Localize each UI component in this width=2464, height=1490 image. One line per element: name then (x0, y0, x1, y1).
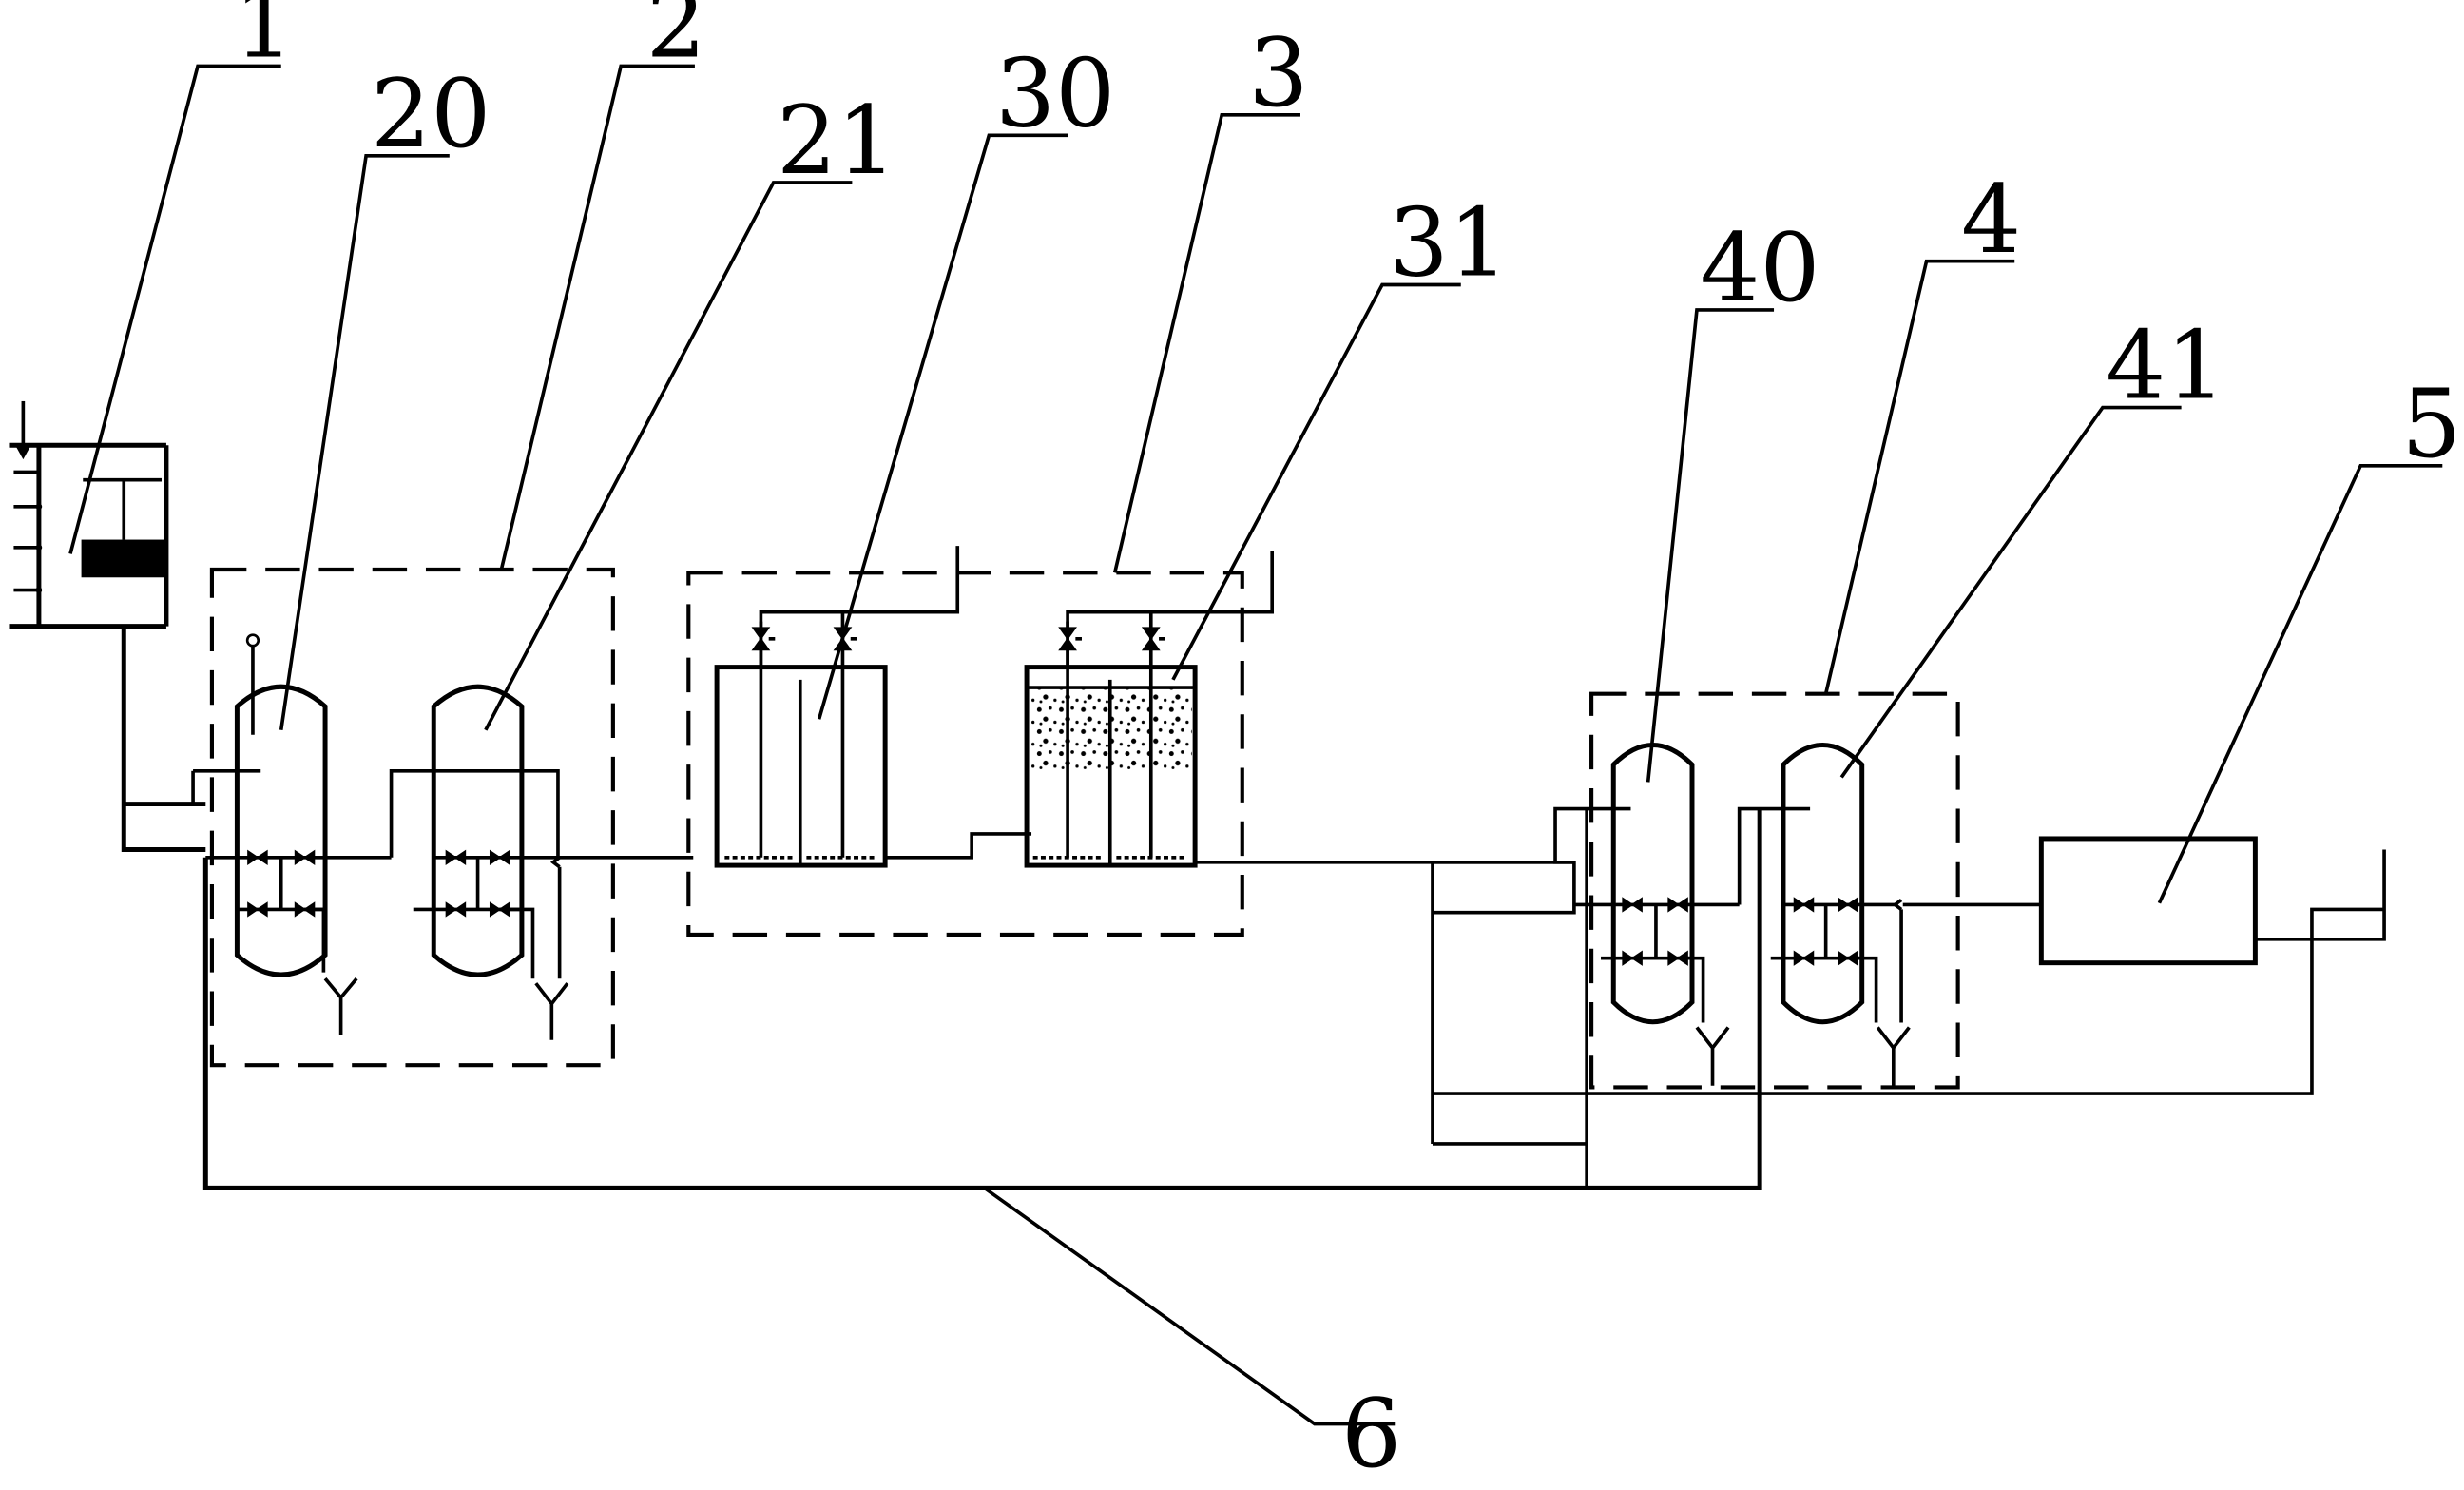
label-1: 1 (234, 0, 294, 80)
unit-5-box (1432, 836, 2386, 1095)
leader-lines (68, 64, 2443, 1426)
tank-40 (1431, 743, 1740, 1144)
component-labels: 1 2 20 21 30 3 31 40 4 41 5 6 (234, 0, 2461, 1489)
label-4: 4 (1961, 165, 2021, 275)
tank-41 (1737, 743, 2042, 1086)
label-30: 30 (995, 39, 1115, 148)
unit-4-boundary (1589, 691, 1960, 1090)
label-40: 40 (1700, 214, 1819, 323)
unit-2-boundary (209, 567, 615, 1068)
return-piping-6 (202, 808, 1762, 1190)
unit-3-boundary (686, 571, 1244, 937)
inlet-tank (9, 400, 206, 853)
tank-20 (191, 633, 392, 1035)
tank-31 (1024, 551, 1574, 868)
label-31: 31 (1389, 189, 1509, 299)
label-21: 21 (777, 87, 896, 196)
tank-21 (389, 684, 694, 1040)
label-20: 20 (371, 60, 491, 169)
label-2: 2 (646, 0, 706, 80)
label-5: 5 (2401, 370, 2461, 479)
label-6: 6 (1341, 1380, 1401, 1489)
label-3: 3 (1248, 19, 1308, 128)
tank-30 (714, 546, 1032, 868)
label-41: 41 (2106, 312, 2225, 421)
